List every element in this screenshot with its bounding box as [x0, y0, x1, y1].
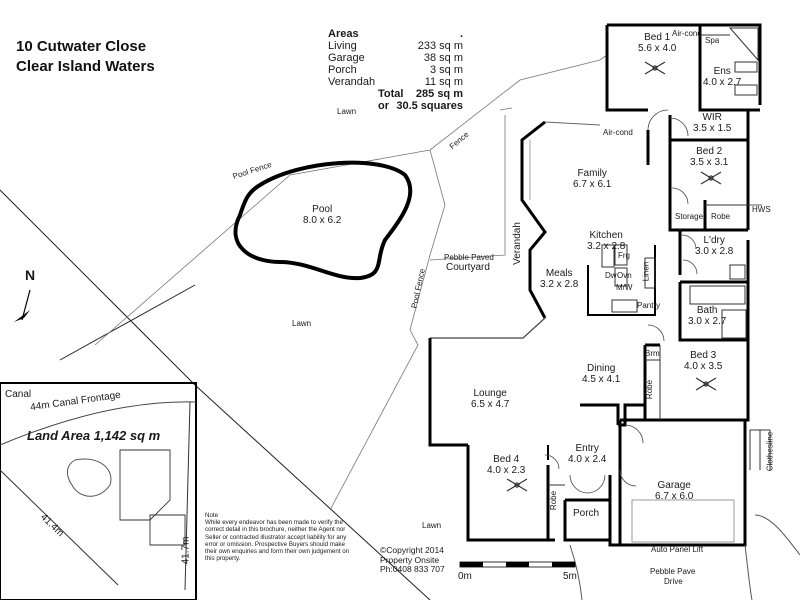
label-lawn: Lawn [422, 521, 442, 530]
label-lawn: Lawn [292, 319, 312, 328]
label-drive-line1: Pebble Pave [650, 567, 696, 576]
label-microwave: M/W [616, 283, 633, 292]
label-drive-line2: Drive [664, 577, 683, 586]
areas-heading-mark: . [459, 28, 463, 40]
copyright-line1: Copyright 2014 [386, 545, 444, 555]
label-air-cond: Air-cond [603, 128, 633, 137]
label-courtyard-line1: Pebble Paved [444, 253, 494, 262]
compass-label: N [25, 267, 36, 283]
copyright-line2: Property Onsite [380, 554, 440, 565]
pool-fence-lines [94, 54, 608, 511]
scale-start: 0m [458, 571, 472, 582]
label-robe: Robe [645, 379, 655, 400]
areas-heading: Areas [328, 28, 359, 40]
note-text: While every endeavor has been made to ve… [205, 519, 350, 563]
label-porch: Porch [573, 508, 600, 519]
copyright-line3: Ph:0408 833 707 [380, 564, 445, 574]
inset-canal: Canal [5, 389, 32, 400]
scale-bar [459, 561, 576, 568]
label-dishwasher: Dw [605, 271, 617, 280]
label-pantry: Pantry [637, 301, 661, 310]
disclaimer-note: Note While every endeavor has been made … [205, 512, 352, 562]
door-swings [544, 109, 698, 494]
house-walls [428, 23, 762, 547]
label-courtyard-line2: Courtyard [446, 262, 490, 273]
copyright-icon: © [380, 545, 387, 555]
inset-dim-width: 41.7m [180, 536, 192, 565]
address-line2: Clear Island Waters [16, 58, 155, 75]
label-spa: Spa [705, 36, 720, 45]
copyright-block: ©Copyright 2014 Property Onsite Ph:0408 … [380, 545, 445, 575]
label-air-cond: Air-cond [672, 29, 702, 38]
interior-lines [548, 27, 771, 543]
inset-land-area: Land Area 1,142 sq m [27, 428, 161, 443]
label-lawn: Lawn [337, 107, 357, 116]
label-fridge: Frg [618, 251, 630, 260]
pool-outline [233, 160, 413, 281]
verandah-bay [430, 120, 601, 339]
label-storage: Storage [675, 212, 704, 221]
drive-lines [569, 514, 800, 600]
label-auto-panel-lift: Auto Panel Lift [651, 545, 704, 554]
label-robe: Robe [549, 490, 559, 511]
label-robe: Robe [711, 212, 731, 221]
boundary-lines [0, 189, 431, 600]
areas-heading-row: Areas . [328, 28, 463, 40]
label-verandah: Verandah [511, 222, 523, 265]
compass-arrow [14, 289, 31, 322]
scale-end: 5m [563, 571, 577, 582]
address-line1: 10 Cutwater Close [16, 38, 147, 55]
label-linen: Linen [641, 261, 651, 282]
site-inset [0, 382, 197, 600]
note-title: Note [205, 512, 219, 519]
ceiling-fans [506, 61, 722, 492]
label-hws: HWS [752, 205, 771, 214]
label-broom: Brm [645, 349, 660, 358]
label-clothesline: Clothesline [765, 431, 775, 472]
label-oven: Ovn [617, 271, 632, 280]
